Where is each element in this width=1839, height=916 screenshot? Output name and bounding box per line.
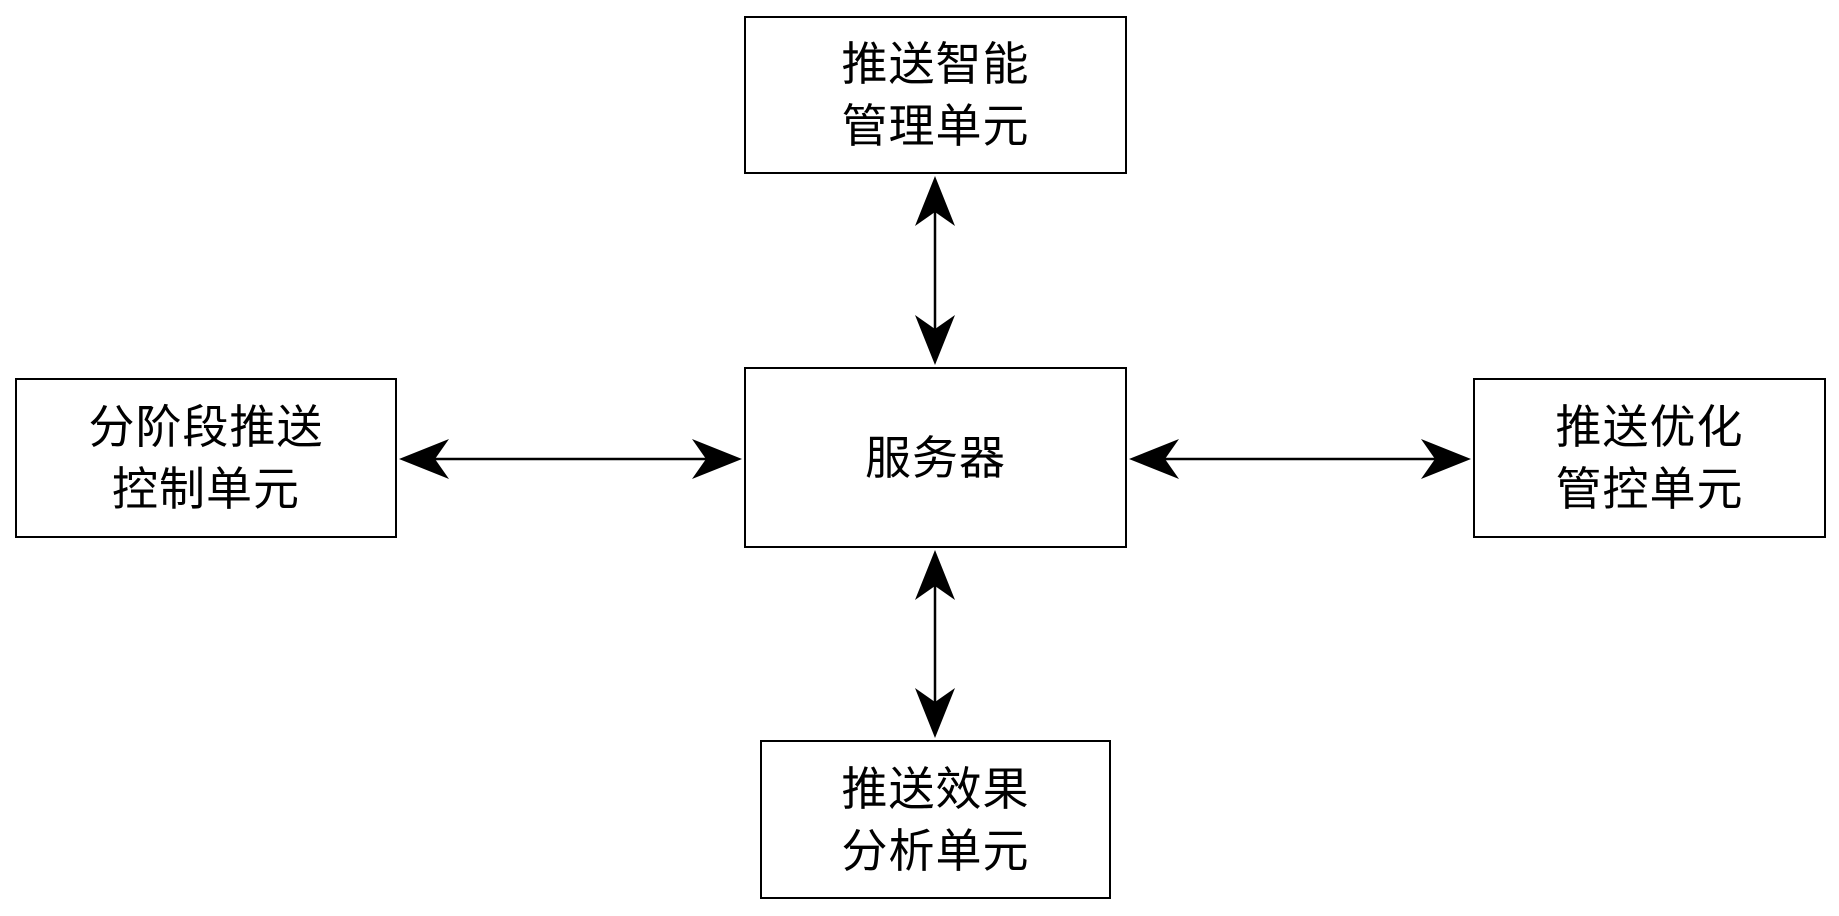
arrowhead-up xyxy=(915,176,955,226)
arrowhead-left xyxy=(399,439,449,479)
arrowhead-left xyxy=(1129,439,1179,479)
node-label-line: 推送效果 xyxy=(841,761,1030,816)
edge-center-right xyxy=(1129,439,1471,479)
node-label-line: 分析单元 xyxy=(841,823,1030,878)
node-label-line: 管控单元 xyxy=(1555,462,1744,516)
push-intelligent-management-unit-node: 推送智能 管理单元 xyxy=(744,16,1127,174)
arrowhead-up xyxy=(915,550,955,600)
push-effect-analysis-unit-node: 推送效果 分析单元 xyxy=(760,740,1111,899)
node-label-line: 推送智能 xyxy=(841,37,1030,91)
edge-center-left xyxy=(399,439,742,479)
node-label-line: 控制单元 xyxy=(112,462,300,516)
staged-push-control-unit-node: 分阶段推送 控制单元 xyxy=(15,378,397,538)
arrowhead-right xyxy=(692,439,742,479)
node-label-line: 分阶段推送 xyxy=(88,400,324,454)
node-label-line: 服务器 xyxy=(865,430,1006,485)
arrowhead-right xyxy=(1421,439,1471,479)
arrowhead-down xyxy=(915,315,955,365)
node-label-line: 管理单元 xyxy=(841,99,1030,153)
push-optimization-control-unit-node: 推送优化 管控单元 xyxy=(1473,378,1826,538)
edge-center-top xyxy=(915,176,955,365)
server-node: 服务器 xyxy=(744,367,1127,548)
node-label-line: 推送优化 xyxy=(1555,400,1744,454)
arrowhead-down xyxy=(915,688,955,738)
edge-center-bottom xyxy=(915,550,955,738)
